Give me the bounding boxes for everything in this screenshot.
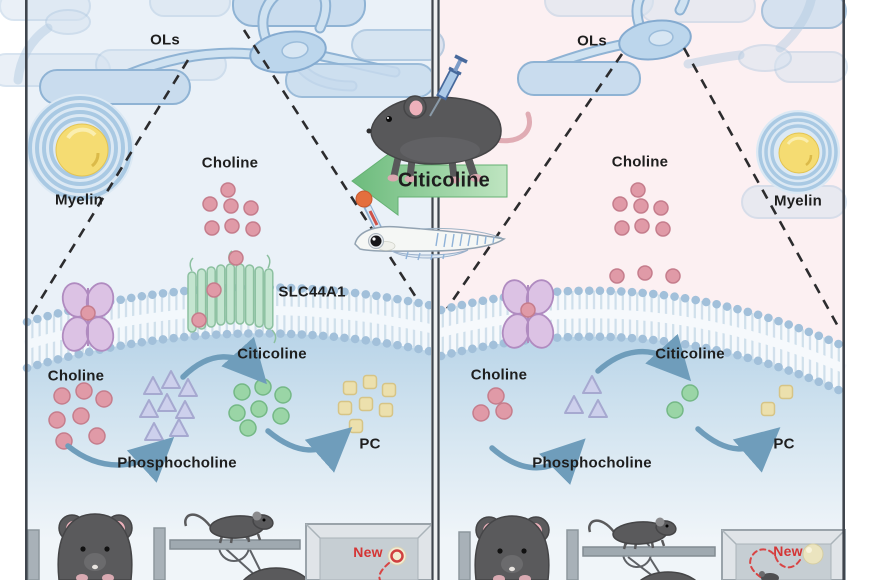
phosphocholine-label-left: Phosphocholine	[117, 454, 237, 472]
figure-frame	[24, 0, 846, 580]
magnifier-dashed-lines-left	[26, 29, 430, 321]
citicoline-label-left: Citicoline	[237, 345, 307, 363]
slc44a1-label: SLC44A1	[278, 283, 346, 301]
phosphocholine-label-right: Phosphocholine	[532, 454, 652, 472]
reaction-arrows-right	[489, 333, 781, 485]
channel-protein-left	[61, 282, 115, 352]
ols-label-right: OLs	[577, 32, 607, 50]
treatment-citicoline-label: Citicoline	[397, 169, 491, 192]
choline-cluster-left	[48, 382, 113, 450]
front-mouse-left	[57, 513, 133, 580]
citicoline-cluster-right	[666, 384, 699, 419]
extracellular-choline-left	[202, 182, 261, 237]
myelin-cross-section-left	[26, 94, 134, 202]
beam-test-left	[169, 511, 310, 580]
front-mouse-right	[474, 515, 550, 580]
choline-label-cytosol-right: Choline	[470, 366, 528, 384]
channel-protein-right	[501, 279, 555, 349]
phosphocholine-cluster-left	[139, 370, 198, 441]
reaction-arrows-left	[65, 336, 353, 483]
ols-label-left: OLs	[150, 31, 180, 49]
pc-cluster-left	[337, 374, 397, 434]
choline-label-extracellular-right: Choline	[611, 153, 669, 171]
myelin-label-right: Myelin	[774, 192, 822, 210]
new-object-label-right: New	[773, 543, 803, 559]
beam-test-right	[582, 517, 716, 580]
injected-mouse	[366, 54, 532, 184]
phosphocholine-cluster-right	[564, 375, 608, 418]
choline-label-extracellular-left: Choline	[201, 154, 259, 172]
grip-bars-right	[458, 529, 579, 580]
pc-label-right: PC	[773, 435, 795, 453]
oligodendrocyte-right	[517, 0, 848, 219]
grip-bars-left	[27, 527, 166, 580]
myelin-cross-section-right	[756, 110, 840, 194]
choline-cluster-right	[472, 387, 513, 422]
myelin-label-left: Myelin	[55, 191, 103, 209]
new-object-label-left: New	[353, 544, 383, 560]
citicoline-label-right: Citicoline	[655, 345, 725, 363]
zebrafish-larva	[354, 225, 506, 261]
slc44a1-transporter	[187, 250, 277, 344]
pc-cluster-right	[760, 384, 794, 417]
novel-object-box-left	[305, 523, 433, 580]
pc-label-left: PC	[359, 435, 381, 453]
extracellular-choline-right	[612, 182, 671, 237]
choline-blocked-at-membrane	[609, 265, 681, 284]
panel-divider	[431, 0, 440, 580]
choline-label-cytosol-left: Choline	[47, 367, 105, 385]
